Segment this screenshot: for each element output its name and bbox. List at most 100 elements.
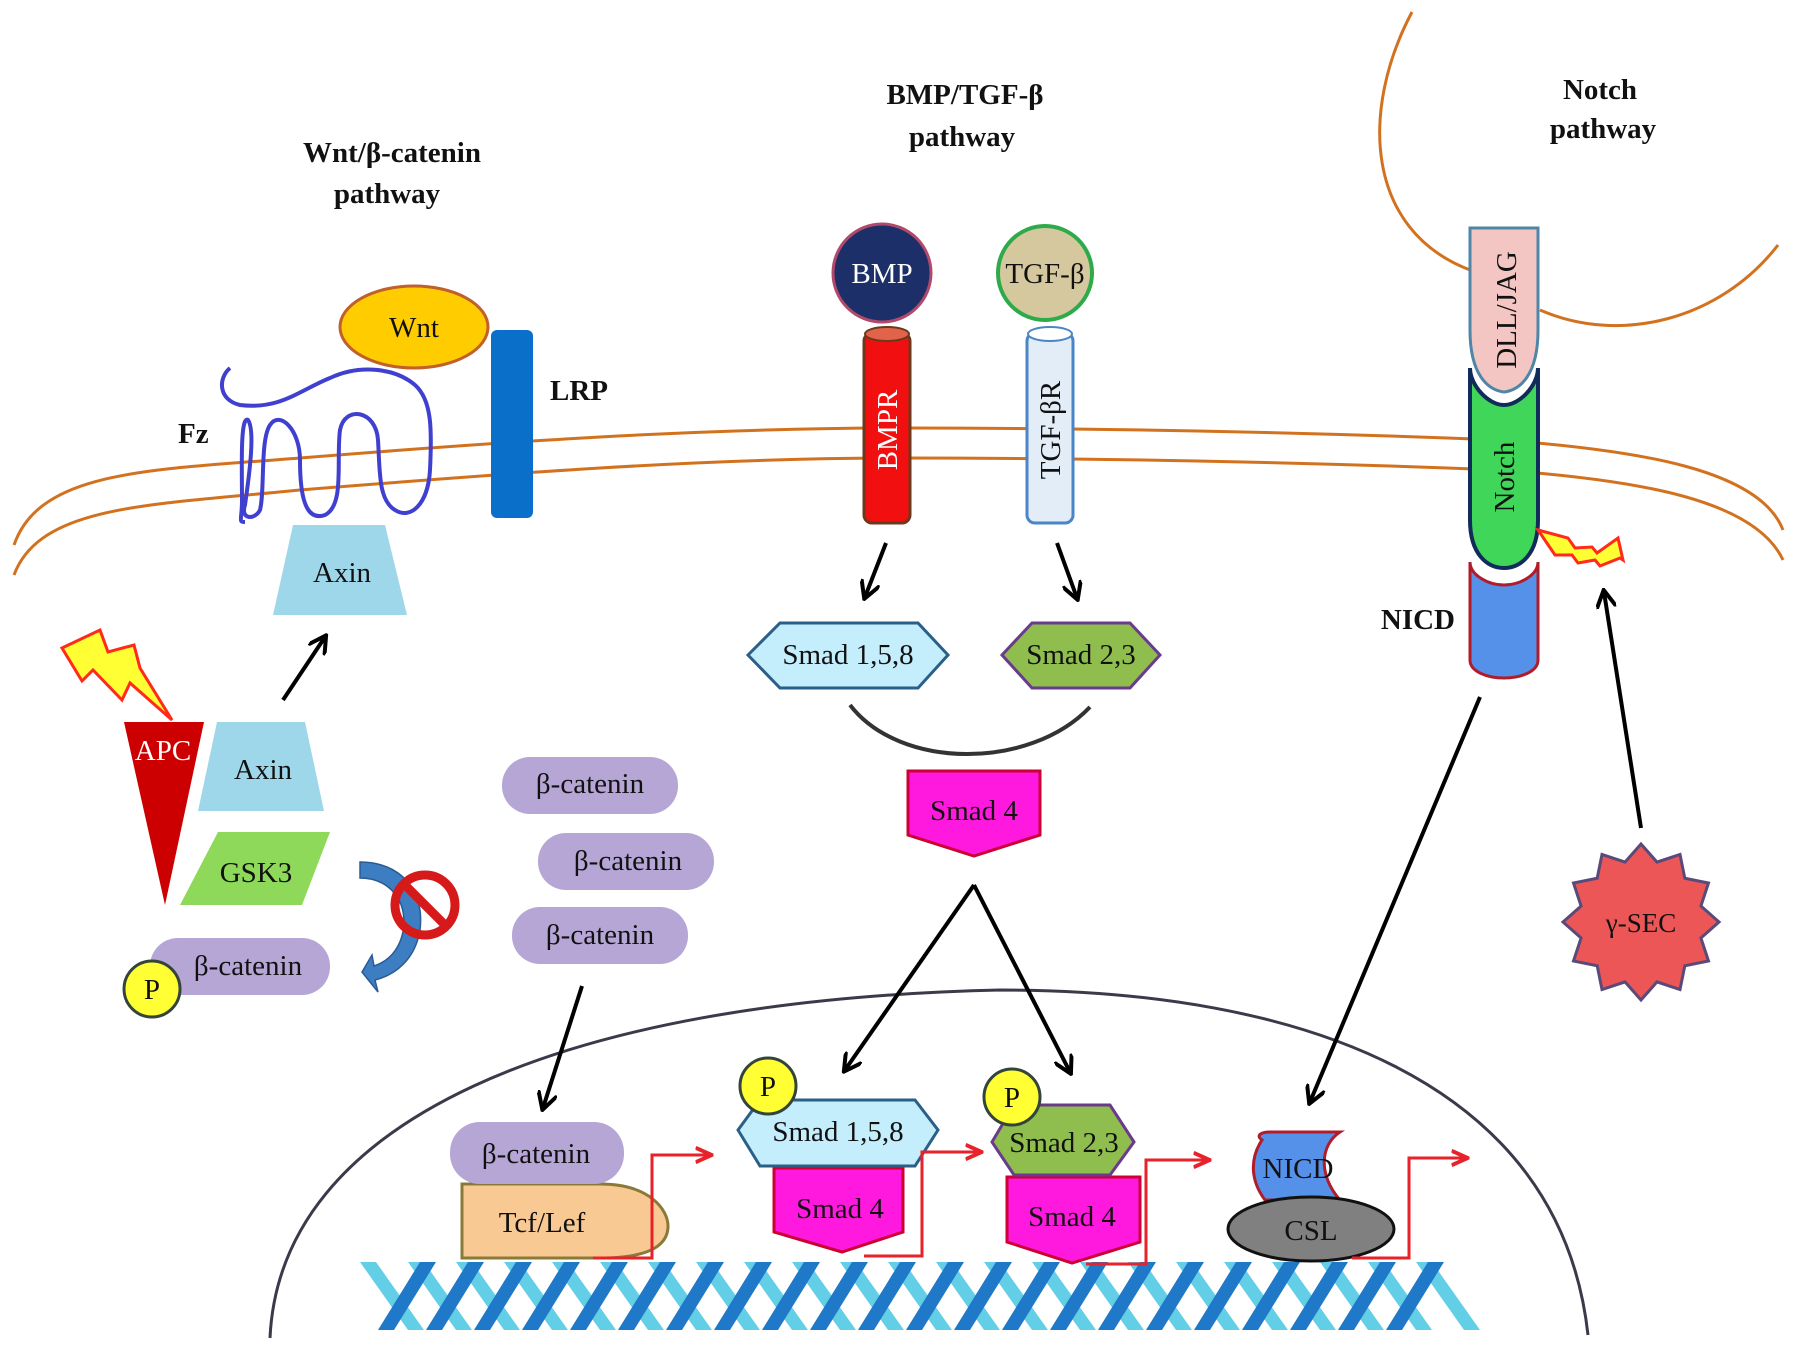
- nuclear-beta-catenin-label: β-catenin: [482, 1138, 591, 1170]
- smad23-cytoplasm: [999, 621, 1163, 690]
- dna-double-helix: [360, 1262, 1480, 1330]
- free-beta-catenin-list: β-catenin β-catenin β-catenin: [502, 757, 714, 964]
- notch-title-line2: pathway: [1550, 113, 1657, 145]
- arrow-smad4-to-smad23-complex: [972, 884, 1070, 1072]
- dna-strand-dark: [1386, 1262, 1444, 1330]
- arrow-beta-catenin-to-nucleus: [543, 985, 584, 1108]
- smad-complex-bracket: [848, 703, 1092, 756]
- wnt-ligand: [338, 284, 490, 370]
- notch-pathway-title: Notch pathway: [1550, 74, 1657, 145]
- dna-strand-light: [360, 1262, 424, 1330]
- tgf-beta-ligand: [996, 224, 1094, 322]
- bmp-title-line1: BMP/TGF-β: [886, 79, 1043, 111]
- dna-strand-dark: [474, 1262, 532, 1330]
- csl-label: CSL: [1284, 1215, 1337, 1247]
- bmp-title-line2: pathway: [909, 121, 1016, 153]
- dna-strand-dark: [618, 1262, 676, 1330]
- nuclear-beta-catenin: [450, 1122, 624, 1184]
- tgf-beta-ligand-label: TGF-β: [1005, 258, 1084, 290]
- bmp-ligand-label: BMP: [851, 258, 912, 290]
- beta-catenin-1-label: β-catenin: [536, 768, 645, 800]
- arrow-tgfr-to-smad23: [1055, 542, 1077, 598]
- arrow-smad4-to-smad158-complex: [845, 883, 976, 1070]
- dna-strand-dark: [1146, 1262, 1204, 1330]
- dna-strand-dark: [1002, 1262, 1060, 1330]
- phospho-beta-catenin-label: β-catenin: [194, 950, 303, 982]
- smad4-cytoplasm: [906, 769, 1042, 858]
- arrow-nicd-to-nucleus: [1310, 696, 1482, 1102]
- dll-jag-label: DLL/JAG: [1491, 251, 1523, 369]
- nuclear-smad4-b: [1005, 1175, 1142, 1265]
- bmp-pathway-title: BMP/TGF-β pathway: [886, 79, 1043, 153]
- nuclear-smad4-b-label: Smad 4: [1028, 1201, 1116, 1233]
- transcription-arrow-smad158: [864, 1152, 980, 1258]
- notch-receptor: [1468, 367, 1540, 571]
- gsk3-label: GSK3: [220, 857, 293, 889]
- phosphate-smad158-icon: [738, 1056, 798, 1116]
- csl-factor: [1226, 1195, 1396, 1263]
- dna-strand-dark: [1290, 1262, 1348, 1330]
- dna-strand-dark: [426, 1262, 484, 1330]
- beta-catenin-2-label: β-catenin: [574, 845, 683, 877]
- smad4-label: Smad 4: [930, 795, 1018, 827]
- phospho-beta-catenin: [150, 938, 330, 995]
- phosphate-group-icon: [122, 959, 182, 1019]
- dna-strand-dark: [954, 1262, 1012, 1330]
- neighbor-cell-membrane: [1378, 11, 1780, 328]
- phosphate-smad158-label: P: [760, 1071, 776, 1103]
- bmpr-receptor: [862, 326, 912, 525]
- dna-strand-dark: [762, 1262, 820, 1330]
- bmpr-label: BMPR: [872, 389, 904, 470]
- notch-title-line1: Notch: [1563, 74, 1637, 106]
- dna-strand-dark: [570, 1262, 628, 1330]
- tgf-beta-receptor: [1025, 326, 1075, 525]
- fz-label: Fz: [178, 418, 209, 450]
- nuclear-smad4-a-label: Smad 4: [796, 1193, 884, 1225]
- beta-catenin-3-label: β-catenin: [546, 919, 655, 951]
- nuclear-envelope: [268, 988, 1590, 1339]
- transcription-arrow-smad23: [1086, 1160, 1208, 1266]
- gamma-secretase: [1560, 841, 1722, 1003]
- nuclear-nicd: [1251, 1130, 1346, 1202]
- axin-membrane: [273, 525, 407, 615]
- nuclear-smad4-a: [772, 1166, 905, 1254]
- dna-strand-dark: [666, 1262, 724, 1330]
- smad158-label: Smad 1,5,8: [782, 639, 913, 671]
- apc-label: APC: [135, 735, 191, 767]
- cleavage-lightning-icon: [1534, 527, 1626, 568]
- arrow-bmpr-to-smad158: [865, 542, 888, 597]
- lrp-label: LRP: [550, 375, 608, 407]
- wnt-pathway-title: Wnt/β-catenin pathway: [303, 137, 481, 210]
- dll-jag-ligand: [1468, 226, 1540, 394]
- bmp-ligand: [831, 222, 933, 324]
- nuclear-nicd-label: NICD: [1263, 1153, 1334, 1185]
- wnt-title-line1: Wnt/β-catenin: [303, 137, 481, 169]
- apc-mutation-lightning-icon: [59, 627, 174, 722]
- gsk3-protein: [180, 832, 330, 905]
- phosphate-smad23-label: P: [1004, 1082, 1020, 1114]
- dna-strand-dark: [858, 1262, 916, 1330]
- dna-strand-dark: [1194, 1262, 1252, 1330]
- dna-strand-dark: [1338, 1262, 1396, 1330]
- dna-strand-dark: [1242, 1262, 1300, 1330]
- smad23-label: Smad 2,3: [1026, 639, 1136, 671]
- dna-strand-dark: [1098, 1262, 1156, 1330]
- dna-strand-dark: [810, 1262, 868, 1330]
- dna-strand-dark: [1050, 1262, 1108, 1330]
- axin-complex-label: Axin: [234, 754, 293, 786]
- dna-strand-dark: [714, 1262, 772, 1330]
- apc-protein: [124, 722, 204, 905]
- dna-strand-dark: [522, 1262, 580, 1330]
- arrow-gamma-sec-to-notch: [1604, 592, 1643, 829]
- notch-label: Notch: [1489, 441, 1521, 512]
- tgf-beta-receptor-label: TGF-βR: [1035, 380, 1067, 479]
- nicd-membrane: [1468, 561, 1540, 680]
- beta-catenin-1: [502, 757, 678, 814]
- nuclear-smad158-label: Smad 1,5,8: [772, 1116, 903, 1148]
- phosphate-smad23-icon: [982, 1067, 1042, 1127]
- gamma-secretase-label: γ-SEC: [1605, 908, 1676, 938]
- wnt-ligand-label: Wnt: [389, 312, 439, 344]
- lrp-coreceptor: [491, 330, 533, 518]
- axin-complex: [198, 722, 324, 811]
